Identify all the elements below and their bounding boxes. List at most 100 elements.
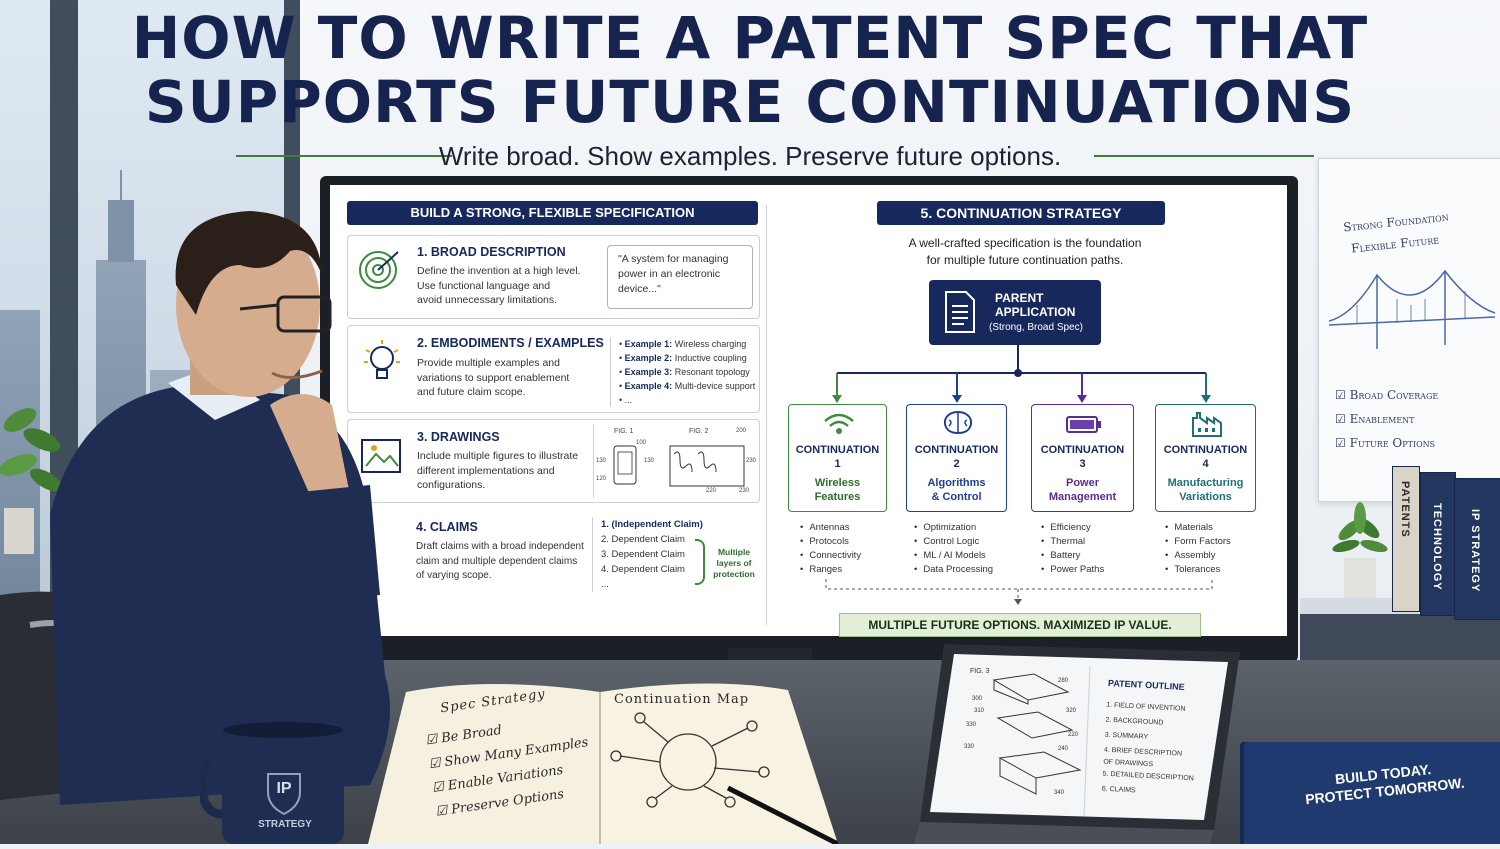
bullet: Efficiency [1041, 521, 1104, 535]
factory-icon [1190, 410, 1224, 443]
ref-number: 280 [1058, 678, 1068, 684]
fig2-label: FIG. 2 [689, 428, 708, 435]
ref-number: 330 [966, 722, 976, 728]
fig1-label: FIG. 1 [614, 428, 633, 435]
right-panel-heading: 5. CONTINUATION STRATEGY [877, 201, 1165, 225]
ref-number: 230 [746, 458, 756, 464]
ref-number: 300 [972, 696, 982, 702]
bullet: Tolerances [1165, 563, 1231, 577]
shelf-book-2: TECHNOLOGY [1420, 472, 1456, 616]
strategy-intro: A well-crafted specification is the foun… [830, 235, 1220, 269]
coffee-mug: IP STRATEGY [200, 722, 346, 844]
claims-body-line: Draft claims with a broad independent [416, 540, 596, 555]
divider-right [1094, 155, 1314, 157]
bullet: Antennas [800, 521, 861, 535]
check-item: ☑ Enablement [1335, 407, 1438, 431]
continuation-title: CONTINUATION2 [907, 443, 1006, 471]
ref-number: 200 [736, 428, 746, 434]
whiteboard: Strong Foundation Flexible Future ☑ Broa… [1318, 158, 1500, 502]
drawings-body-line: Include multiple figures to illustrate [417, 449, 597, 464]
merge-lines [820, 579, 1220, 611]
parent-label: PARENT APPLICATION [995, 291, 1075, 319]
continuation-bullets-1: Antennas Protocols Connectivity Ranges [800, 521, 861, 577]
shelf-book-3: IP STRATEGY [1454, 478, 1500, 620]
bullet: Form Factors [1165, 535, 1231, 549]
bullet: Thermal [1041, 535, 1104, 549]
bullet: Ranges [800, 563, 861, 577]
claims-body-line: of varying scope. [416, 569, 596, 584]
person-thinking [40, 205, 420, 805]
continuation-subtitle: ManufacturingVariations [1156, 476, 1255, 504]
continuation-card-3: CONTINUATION3 PowerManagement [1031, 404, 1134, 512]
bracket-note: Multiple layers of protection [709, 547, 759, 580]
bullet: Optimization [914, 521, 993, 535]
bullet: Assembly [1165, 549, 1231, 563]
bullet: ML / AI Models [914, 549, 993, 563]
bridge-sketch [1327, 265, 1497, 355]
bullet: Protocols [800, 535, 861, 549]
figure-sketches: FIG. 1 FIG. 2 100 130 120 130 200 230 22… [593, 424, 754, 498]
continuation-subtitle: PowerManagement [1032, 476, 1133, 504]
quote-box: "A system for managing power in an elect… [607, 245, 753, 309]
figure-drawing [594, 436, 754, 498]
mug-logo: IP [268, 780, 300, 798]
ref-number: 220 [706, 488, 716, 494]
wifi-icon [822, 411, 856, 440]
continuation-title: CONTINUATION3 [1032, 443, 1133, 471]
ref-number: 310 [974, 708, 984, 714]
bullet: Battery [1041, 549, 1104, 563]
quote-line: device..." [618, 282, 742, 297]
ref-number: 130 [596, 458, 606, 464]
shelf-book-label: IP STRATEGY [1469, 509, 1481, 592]
drawings-body: Include multiple figures to illustrate d… [417, 449, 597, 493]
laptop-fig-label: FIG. 3 [970, 668, 989, 675]
continuation-bullets-4: Materials Form Factors Assembly Toleranc… [1165, 521, 1231, 577]
parent-sub: (Strong, Broad Spec) [989, 322, 1083, 333]
laptop: FIG. 3 280 300 310 320 330 220 240 330 3… [914, 640, 1240, 844]
quote-line: "A system for managing [618, 252, 742, 267]
ref-number: 320 [1066, 708, 1076, 714]
bullet: Control Logic [914, 535, 993, 549]
ref-number: 220 [1068, 732, 1078, 738]
ref-number: 230 [739, 488, 749, 494]
plant-right [1332, 500, 1388, 600]
bracket-note-line: protection [709, 569, 759, 580]
independent-claim: 1. (Independent Claim) [601, 517, 711, 532]
intro-line: for multiple future continuation paths. [830, 252, 1220, 269]
drawings-title: 3. DRAWINGS [417, 430, 500, 444]
antenna [120, 170, 122, 202]
ref-number: 340 [1054, 790, 1064, 796]
monitor-screen: BUILD A STRONG, FLEXIBLE SPECIFICATION 1… [330, 185, 1287, 636]
broad-title: 1. BROAD DESCRIPTION [417, 245, 566, 259]
continuation-title: CONTINUATION4 [1156, 443, 1255, 471]
title-line-1: HOW TO WRITE A PATENT SPEC THAT [0, 6, 1500, 70]
continuation-card-1: CONTINUATION1 WirelessFeatures [788, 404, 887, 512]
book-title: BUILD TODAY. PROTECT TOMORROW. [1283, 756, 1485, 811]
ref-number: 120 [596, 476, 606, 482]
continuation-subtitle: WirelessFeatures [789, 476, 886, 504]
claims-title: 4. CLAIMS [416, 520, 478, 534]
drawings-body-line: configurations. [417, 478, 597, 493]
broad-body-line: Use functional language and [417, 279, 607, 294]
continuation-card-2: CONTINUATION2 Algorithms& Control [906, 404, 1007, 512]
whiteboard-checklist: ☑ Broad Coverage ☑ Enablement ☑ Future O… [1335, 383, 1438, 455]
check-item: ☑ Broad Coverage [1335, 383, 1438, 407]
parent-line: PARENT [995, 291, 1075, 305]
broad-body: Define the invention at a high level. Us… [417, 264, 607, 308]
claims-list: 1. (Independent Claim) 2. Dependent Clai… [592, 517, 711, 592]
continuation-title: CONTINUATION1 [789, 443, 886, 471]
title-line-2: SUPPORTS FUTURE CONTINUATIONS [0, 70, 1500, 134]
bullet: Data Processing [914, 563, 993, 577]
broad-body-line: avoid unnecessary limitations. [417, 293, 607, 308]
subtitle-row: Write broad. Show examples. Preserve fut… [0, 141, 1500, 171]
ref-number: 100 [636, 440, 646, 446]
shelf-book-label: TECHNOLOGY [1431, 503, 1443, 591]
continuation-card-4: CONTINUATION4 ManufacturingVariations [1155, 404, 1256, 512]
shelf-book-1: PATENTS [1392, 466, 1420, 612]
whiteboard-line: Flexible Future [1351, 232, 1440, 255]
drawings-body-line: different implementations and [417, 464, 597, 479]
whiteboard-line: Strong Foundation [1343, 210, 1450, 235]
bracket-note-line: layers of [709, 558, 759, 569]
mug-label: STRATEGY [250, 819, 320, 830]
notebook-right-title: Continuation Map [614, 692, 749, 707]
